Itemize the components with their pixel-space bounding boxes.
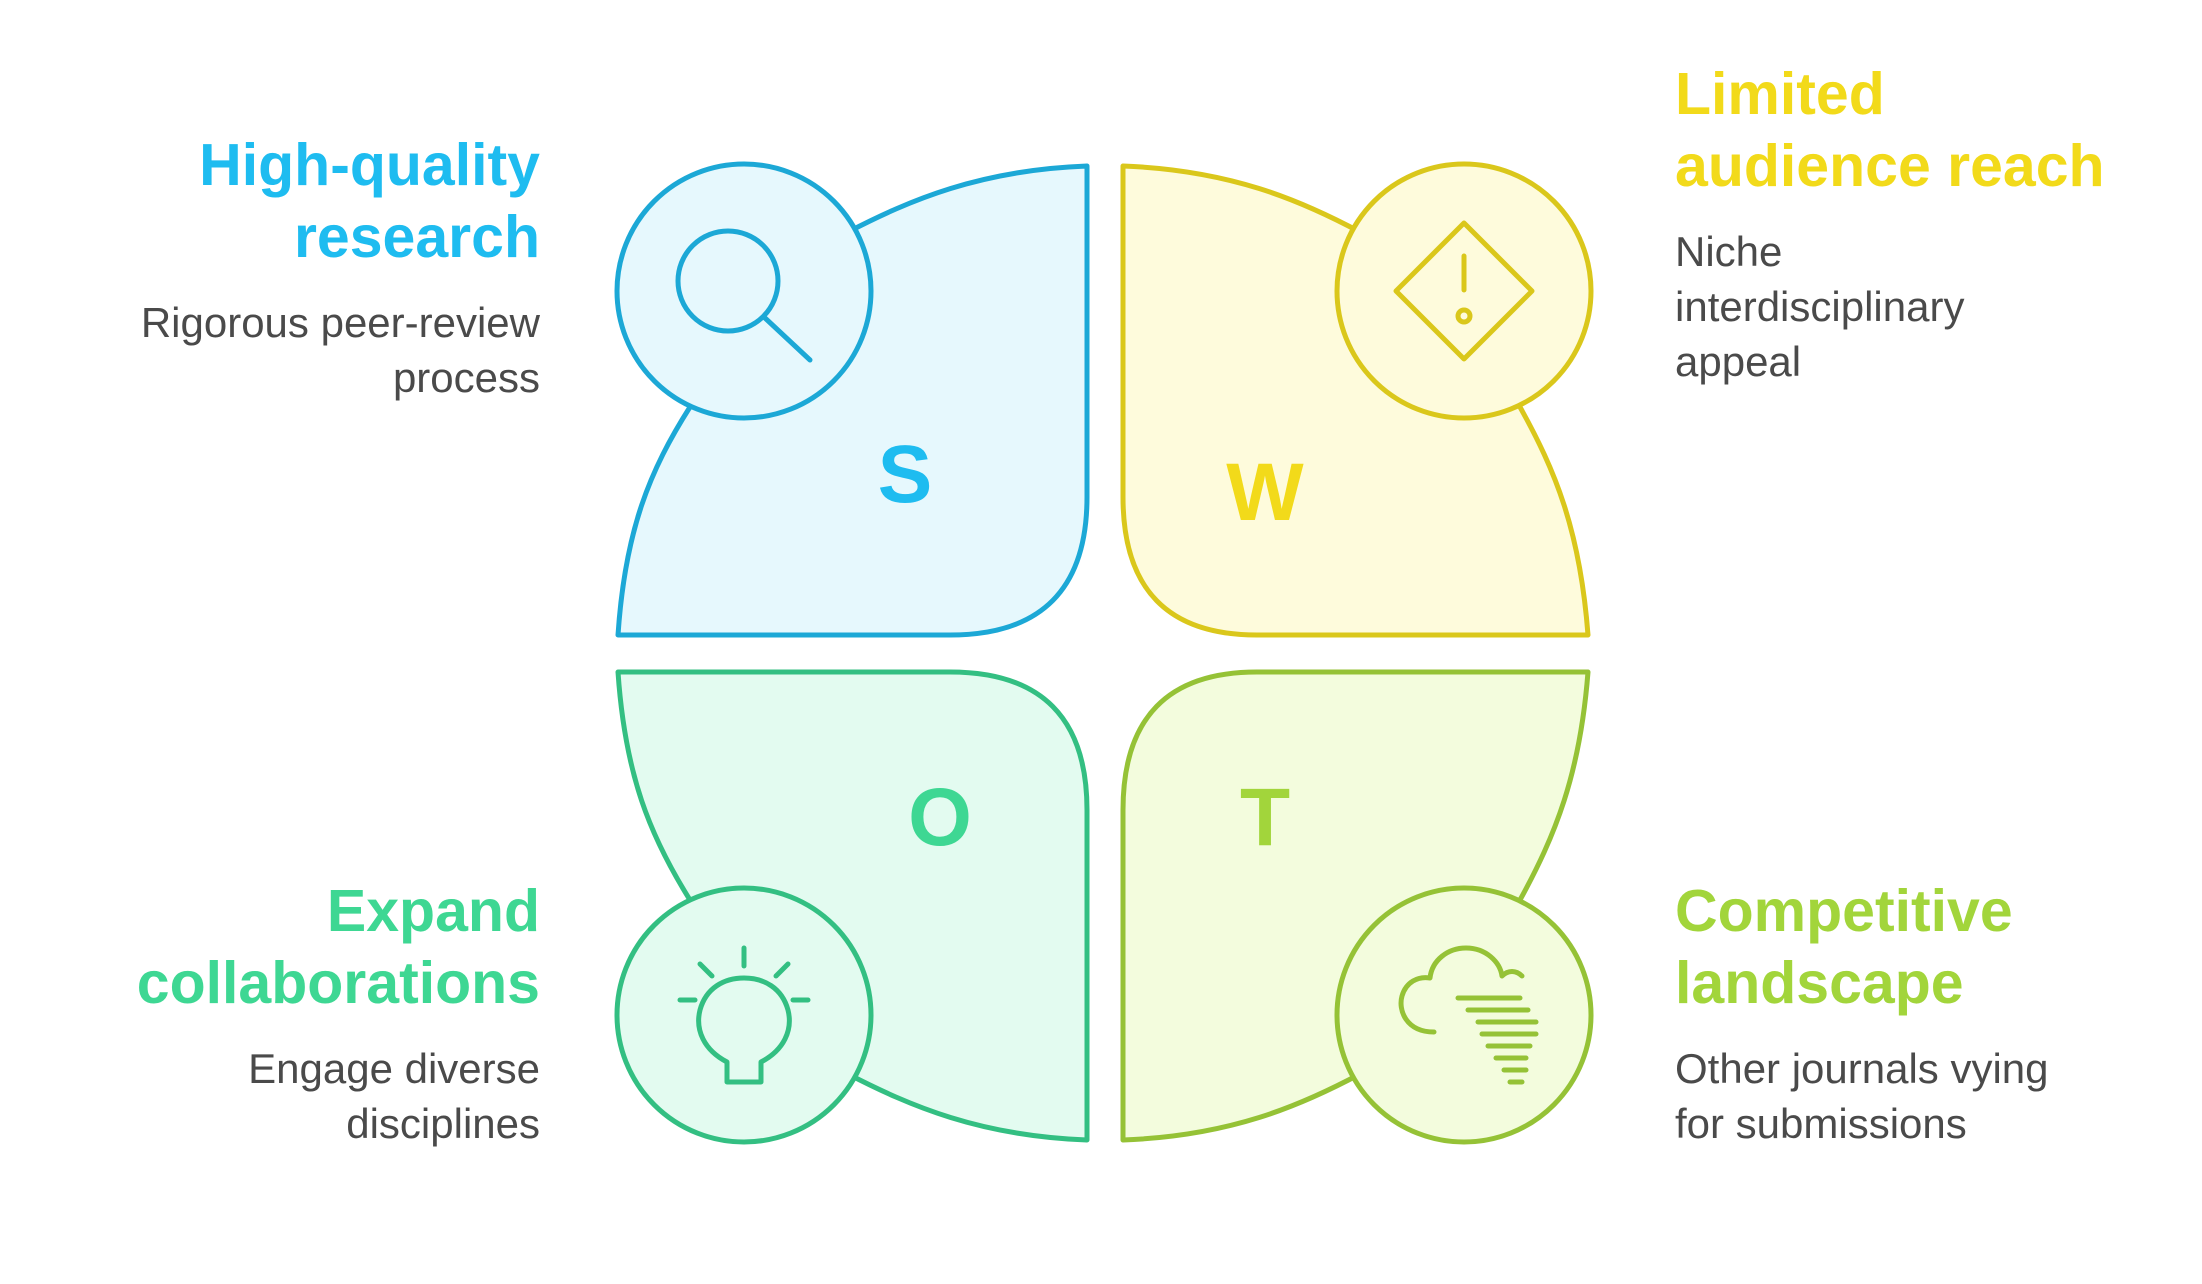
opportunity-icon-circle [614, 885, 874, 1145]
strength-label: High-quality research Rigorous peer-revi… [0, 129, 540, 405]
opportunity-title-line-1: Expand [326, 878, 540, 944]
opportunity-quadrant: O [614, 669, 1090, 1145]
strength-petal [615, 163, 1090, 638]
opportunity-desc-line-1: Engage diverse [248, 1045, 540, 1092]
strength-desc-line-2: process [392, 354, 540, 401]
threat-description: Other journals vying for submissions [1675, 1041, 2175, 1151]
threat-icon-circle [1334, 885, 1594, 1145]
threat-title-line-1: Competitive [1675, 878, 2013, 944]
threat-letter: T [1240, 772, 1290, 863]
strength-letter: S [878, 429, 933, 520]
strength-desc-line-1: Rigorous peer-review [140, 299, 540, 346]
weakness-letter: W [1226, 447, 1304, 538]
threat-desc-line-2: for submissions [1675, 1100, 1967, 1147]
magnifier-icon [675, 228, 813, 363]
weakness-quadrant: W [1120, 161, 1594, 638]
opportunity-petal [615, 669, 1090, 1143]
opportunity-label: Expand collaborations Engage diverse dis… [0, 875, 540, 1151]
opportunity-letter: O [908, 772, 972, 863]
weakness-label: Limited audience reach Niche interdiscip… [1675, 58, 2175, 389]
warning-diamond-icon [1393, 220, 1535, 362]
strength-quadrant: S [614, 161, 1090, 638]
opportunity-title-line-2: collaborations [136, 950, 540, 1016]
weakness-description: Niche interdisciplinary appeal [1675, 224, 2175, 389]
weakness-desc-line-3: appeal [1675, 338, 1802, 385]
strength-icon-circle [614, 161, 874, 421]
weakness-desc-line-1: Niche [1675, 228, 1783, 275]
opportunity-title: Expand collaborations [0, 875, 540, 1019]
threat-petal [1120, 669, 1591, 1143]
weakness-title-line-2: audience reach [1675, 133, 2105, 199]
threat-title-line-2: landscape [1675, 950, 1964, 1016]
threat-title: Competitive landscape [1675, 875, 2175, 1019]
strength-title-line-1: High-quality [199, 132, 540, 198]
strength-title-line-2: research [293, 204, 540, 270]
storm-cloud-icon [1398, 945, 1539, 1085]
opportunity-desc-line-2: disciplines [346, 1100, 540, 1147]
weakness-title: Limited audience reach [1675, 58, 2175, 202]
threat-label: Competitive landscape Other journals vyi… [1675, 875, 2175, 1151]
weakness-petal [1120, 163, 1591, 638]
threat-desc-line-1: Other journals vying [1675, 1045, 2049, 1092]
strength-title: High-quality research [0, 129, 540, 273]
weakness-desc-line-2: interdisciplinary [1675, 283, 1965, 330]
weakness-title-line-1: Limited [1675, 61, 1885, 127]
threat-quadrant: T [1120, 669, 1594, 1145]
lightbulb-icon [677, 945, 811, 1085]
opportunity-description: Engage diverse disciplines [0, 1041, 540, 1151]
strength-description: Rigorous peer-review process [0, 295, 540, 405]
